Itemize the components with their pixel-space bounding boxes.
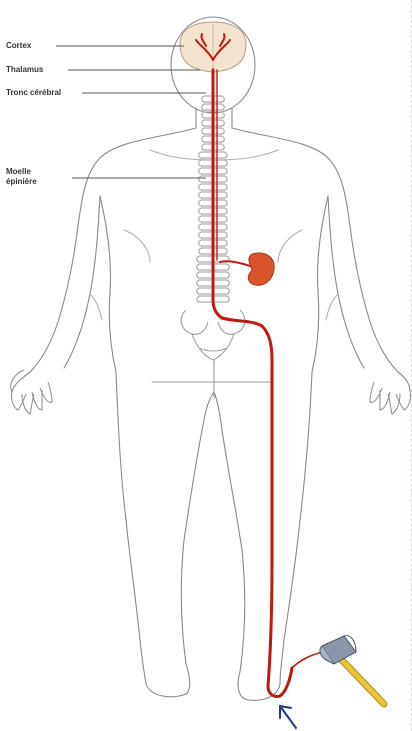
nerve-pathway [213,70,324,697]
right-hand [370,382,411,414]
label-spinal-cord-line1: Moelle [6,167,37,177]
left-hand [11,370,52,414]
label-spinal-cord: Moelle épinière [6,167,37,187]
reflex-hammer-icon [320,636,384,704]
brain-cortex [180,22,246,72]
arrow-icon [280,706,296,728]
label-brainstem: Tronc cérébral [6,88,61,97]
label-cortex: Cortex [6,41,31,50]
kidney [248,253,274,285]
pelvis [181,310,245,360]
label-spinal-cord-line2: épinière [6,177,37,187]
label-thalamus: Thalamus [6,65,43,74]
